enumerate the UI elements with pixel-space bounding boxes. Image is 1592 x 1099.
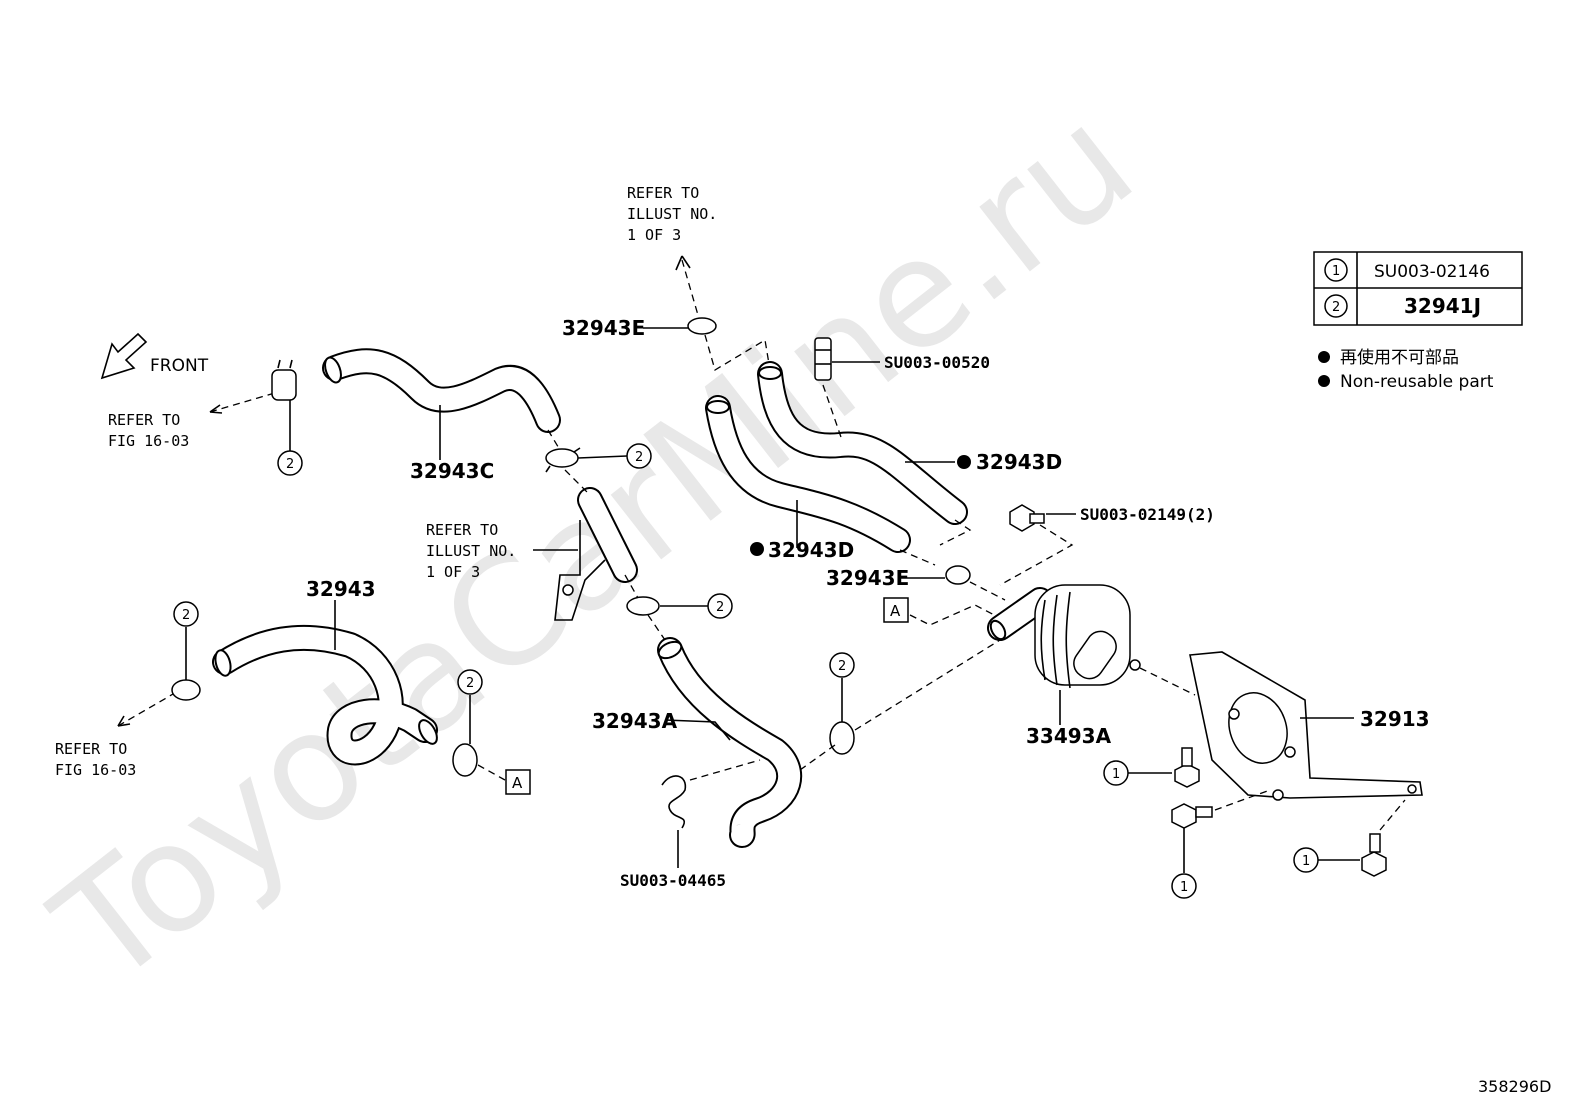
svg-text:2: 2 [838, 659, 846, 674]
figure-id: 358296D [1478, 1077, 1551, 1096]
svg-text:1: 1 [1180, 880, 1188, 895]
clamp-icon [545, 447, 581, 473]
label-SU003-02149: SU003-02149(2) [1080, 505, 1215, 524]
hose-32943D-right [757, 361, 968, 525]
label-32943: 32943 [306, 577, 376, 601]
clamp-icon [829, 721, 855, 755]
bolt-icon [1174, 747, 1200, 788]
label-32943E-mid: 32943E [826, 566, 909, 590]
label-32943D-right: 32943D [976, 450, 1062, 474]
bolt-icon [1171, 803, 1213, 829]
refer-illust-top: REFER TO ILLUST NO. 1 OF 3 [627, 184, 717, 244]
svg-text:REFER TO: REFER TO [627, 184, 699, 202]
pipe-bracket [554, 487, 638, 621]
clamp-icon [626, 596, 660, 616]
svg-text:1: 1 [1302, 854, 1310, 869]
svg-text:1 OF 3: 1 OF 3 [426, 563, 480, 581]
front-arrow-icon [100, 332, 148, 380]
bracket-32913 [1189, 651, 1423, 801]
svg-text:2: 2 [716, 600, 724, 615]
svg-text:2: 2 [466, 676, 474, 691]
fitting-icon [814, 337, 832, 381]
hose-32943D-left [705, 395, 911, 553]
non-reusable-marker-icon [750, 542, 764, 556]
hose-32943 [212, 624, 438, 766]
clamp-icon [171, 679, 201, 701]
refer-fig-upper: REFER TO FIG 16-03 [108, 411, 189, 450]
refer-illust-mid: REFER TO ILLUST NO. 1 OF 3 [426, 521, 516, 581]
svg-text:再使用不可部品: 再使用不可部品 [1340, 347, 1459, 368]
svg-text:1 OF 3: 1 OF 3 [627, 226, 681, 244]
hose-32943A [657, 637, 803, 848]
label-SU003-00520: SU003-00520 [884, 353, 990, 372]
svg-text:1: 1 [1332, 264, 1340, 279]
non-reusable-marker-icon [1318, 375, 1330, 387]
svg-text:2: 2 [635, 450, 643, 465]
label-SU003-04465: SU003-04465 [620, 871, 726, 890]
refer-fig-lower: REFER TO FIG 16-03 [55, 740, 136, 779]
legend-table: 1 SU003-02146 2 32941J [1313, 251, 1523, 326]
svg-text:REFER TO: REFER TO [55, 740, 127, 758]
hose-32943C [322, 348, 561, 433]
svg-text:FIG 16-03: FIG 16-03 [55, 761, 136, 779]
bolt-icon [1009, 504, 1045, 532]
clamp-icon [945, 565, 971, 585]
clamp-icon [271, 359, 297, 401]
legend-part-1: SU003-02146 [1374, 262, 1490, 282]
svg-text:ILLUST NO.: ILLUST NO. [627, 205, 717, 223]
label-33493A: 33493A [1026, 724, 1112, 748]
svg-text:1: 1 [1112, 767, 1120, 782]
svg-text:ILLUST NO.: ILLUST NO. [426, 542, 516, 560]
label-32943A: 32943A [592, 709, 678, 733]
clip-icon [661, 775, 687, 829]
bolt-icon [1361, 833, 1387, 877]
watermark: ToyotaCarMine.ru [24, 74, 1165, 1018]
clamp-icon [687, 317, 717, 335]
label-32943D-left: 32943D [768, 538, 854, 562]
svg-text:REFER TO: REFER TO [108, 411, 180, 429]
ref-box-a [505, 769, 531, 795]
svg-text:2: 2 [286, 457, 294, 472]
non-reusable-marker-icon [1318, 351, 1330, 363]
svg-text:A: A [512, 774, 523, 792]
legend-notes: 再使用不可部品 Non-reusable part [1318, 347, 1494, 392]
non-reusable-marker-icon [957, 455, 971, 469]
ref-box-a [883, 597, 909, 623]
legend-part-2: 32941J [1404, 294, 1481, 318]
label-32943C: 32943C [410, 459, 494, 483]
svg-text:Non-reusable part: Non-reusable part [1340, 372, 1494, 392]
front-label: FRONT [150, 356, 209, 376]
svg-text:2: 2 [182, 608, 190, 623]
oil-cooler-33493A [987, 584, 1141, 689]
svg-text:2: 2 [1332, 300, 1340, 315]
svg-text:A: A [890, 602, 901, 620]
svg-text:FIG 16-03: FIG 16-03 [108, 432, 189, 450]
label-32913: 32913 [1360, 707, 1430, 731]
clamp-icon [452, 743, 478, 777]
svg-text:REFER TO: REFER TO [426, 521, 498, 539]
label-32943E-top: 32943E [562, 316, 645, 340]
